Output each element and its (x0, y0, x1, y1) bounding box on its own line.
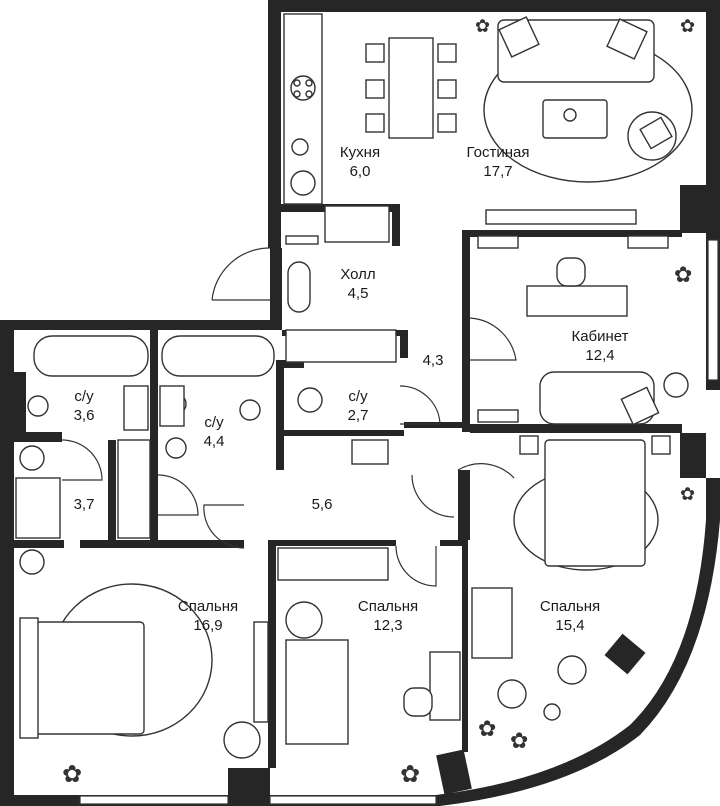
svg-text:✿: ✿ (478, 717, 496, 742)
bedroom2-furniture: ✿ (277, 547, 461, 788)
room-name: с/у (348, 388, 368, 405)
room-label-kitchen: Кухня 6,0 (340, 144, 380, 182)
area-label-closet: 3,7 (73, 496, 95, 513)
room-name: Спальня (539, 598, 601, 615)
bedroom3-furniture: ✿ ✿ ✿ (471, 435, 695, 754)
room-area: 17,7 (483, 162, 513, 180)
room-label-bedroom3: Спальня 15,4 (540, 598, 600, 636)
room-area: 16,9 (193, 616, 223, 634)
svg-text:✿: ✿ (674, 263, 692, 288)
room-area: 12,3 (373, 616, 403, 634)
room-area: 15,4 (555, 616, 585, 634)
svg-text:✿: ✿ (680, 16, 695, 37)
room-label-bath1: с/у 3,6 (74, 388, 95, 426)
room-label-bath3: с/у 2,7 (348, 388, 369, 426)
study-furniture: ✿ (477, 235, 692, 426)
room-area: 12,4 (585, 346, 615, 364)
living-furniture: ✿ ✿ (475, 16, 695, 225)
svg-text:✿: ✿ (475, 16, 490, 37)
room-name: с/у (204, 414, 224, 431)
room-area: 3,6 (73, 406, 95, 424)
closet-fixtures (15, 439, 151, 539)
room-name: с/у (74, 388, 94, 405)
bathroom-fixtures (19, 335, 389, 471)
room-name: Спальня (357, 598, 419, 615)
room-name: Спальня (177, 598, 239, 615)
room-label-living: Гостиная 17,7 (467, 144, 530, 182)
bedroom1-furniture: ✿ (19, 549, 269, 788)
room-label-study: Кабинет 12,4 (571, 328, 628, 366)
svg-text:✿: ✿ (400, 760, 420, 788)
area-label-corridor-b: 5,6 (311, 496, 333, 513)
room-label-bath2: с/у 4,4 (204, 414, 225, 452)
room-name: Кабинет (571, 328, 629, 345)
room-label-hall: Холл 4,5 (340, 266, 375, 304)
svg-text:✿: ✿ (510, 729, 528, 754)
room-name: Кухня (339, 144, 381, 161)
room-area: 2,7 (347, 406, 369, 424)
svg-text:✿: ✿ (680, 484, 695, 505)
hall-fixtures (285, 205, 397, 363)
room-label-bedroom1: Спальня 16,9 (178, 598, 238, 636)
kitchen-fixtures (283, 13, 457, 205)
windows (79, 239, 719, 805)
room-area: 6,0 (349, 162, 371, 180)
area-label-corridor-a: 4,3 (422, 352, 444, 369)
doors (61, 247, 517, 587)
room-label-bedroom2: Спальня 12,3 (358, 598, 418, 636)
room-area: 4,5 (347, 284, 369, 302)
room-name: Холл (340, 266, 376, 283)
svg-text:✿: ✿ (62, 760, 82, 788)
room-area: 4,4 (203, 432, 225, 450)
room-name: Гостиная (466, 144, 530, 161)
